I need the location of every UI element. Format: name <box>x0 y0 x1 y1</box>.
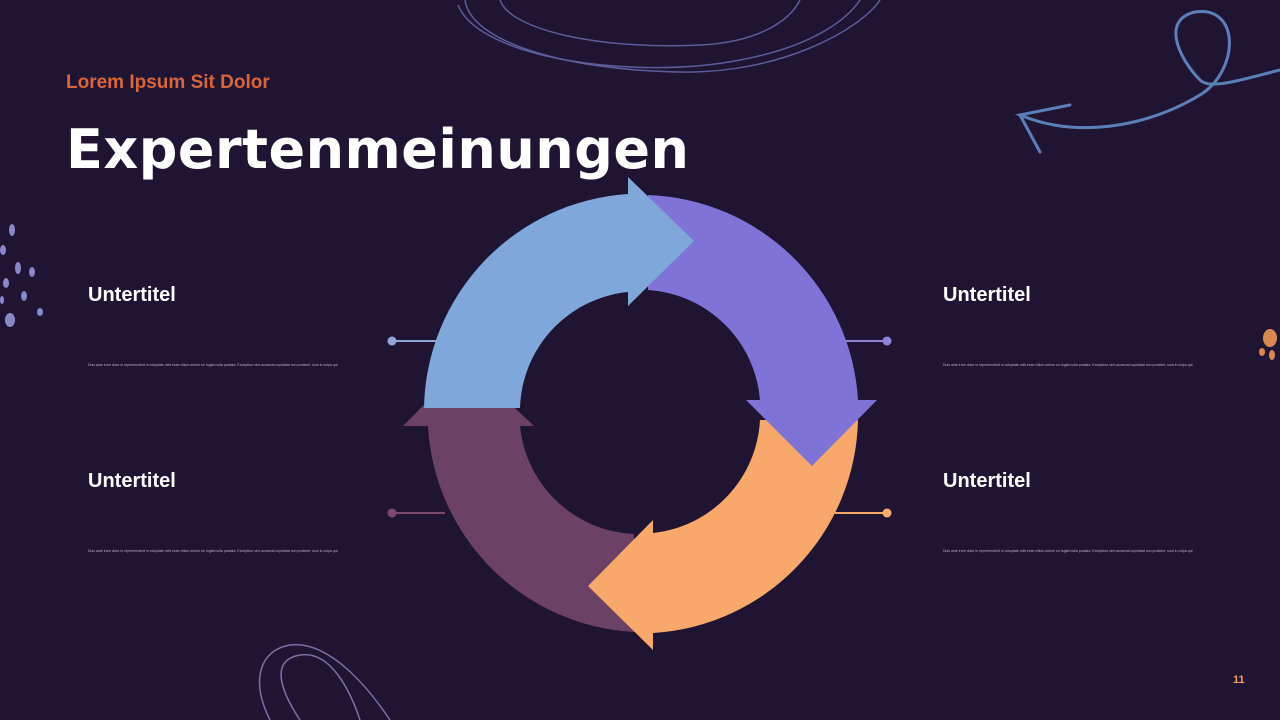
block-heading: Untertitel <box>943 470 1031 492</box>
connector-bottom-right <box>835 508 892 518</box>
text-block-top-right: Untertitel Duis aute irure dolor in repr… <box>943 284 1194 368</box>
connector-top-left <box>387 336 440 346</box>
loop-arrow-decoration <box>1014 10 1280 154</box>
eyebrow-label: Lorem Ipsum Sit Dolor <box>66 72 270 93</box>
block-body: Duis aute irure dolor in reprehenderit i… <box>88 363 339 367</box>
cycle-arrow-orange <box>588 420 858 650</box>
block-body: Duis aute irure dolor in reprehenderit i… <box>943 363 1194 367</box>
text-block-top-left: Untertitel Duis aute irure dolor in repr… <box>88 284 339 368</box>
block-heading: Untertitel <box>88 470 176 492</box>
cycle-arrow-purple <box>648 195 877 466</box>
text-block-bottom-left: Untertitel Duis aute irure dolor in repr… <box>88 470 339 554</box>
cycle-arrow-blue <box>424 177 694 408</box>
block-body: Duis aute irure dolor in reprehenderit i… <box>943 549 1194 553</box>
block-heading: Untertitel <box>943 284 1031 306</box>
block-body: Duis aute irure dolor in reprehenderit i… <box>88 549 339 553</box>
block-heading: Untertitel <box>88 284 176 306</box>
page-title: Expertenmeinungen <box>66 118 690 181</box>
text-block-bottom-right: Untertitel Duis aute irure dolor in repr… <box>943 470 1194 554</box>
cycle-arrow-plum <box>403 362 634 632</box>
connector-bottom-left <box>387 508 445 518</box>
page-number: 11 <box>1233 674 1245 686</box>
connector-top-right <box>835 336 892 346</box>
